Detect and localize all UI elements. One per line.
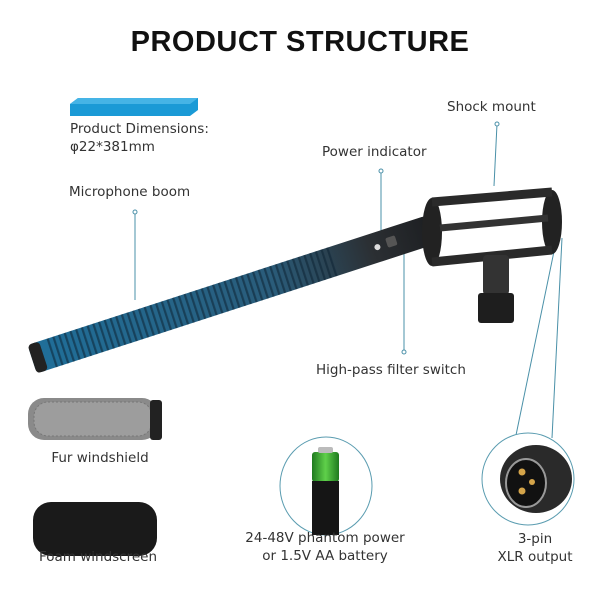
callout-power-indicator: Power indicator (322, 144, 427, 160)
foam-windscreen-image (33, 502, 157, 556)
power-line2: or 1.5V AA battery (262, 548, 388, 564)
dimension-slab-icon (70, 98, 198, 116)
microphone-boom (28, 216, 435, 373)
callout-microphone-boom: Microphone boom (69, 184, 191, 200)
xlr-connector-circle (481, 432, 575, 526)
callout-lines (132, 121, 563, 441)
dimensions-value: φ22*381mm (70, 139, 155, 155)
power-line1: 24-48V phantom power (245, 530, 405, 546)
callout-shock-mount: Shock mount (447, 99, 536, 115)
shock-mount (422, 187, 562, 323)
page-title: PRODUCT STRUCTURE (130, 26, 470, 58)
xlr-line1: 3-pin (517, 531, 553, 547)
dimensions-label: Product Dimensions: (70, 121, 209, 137)
high-pass-switch (385, 235, 398, 248)
callout-high-pass-switch: High-pass filter switch (316, 362, 466, 378)
battery-circle (279, 436, 373, 536)
fur-windshield-image (28, 398, 162, 440)
xlr-line2: XLR output (497, 549, 573, 565)
fur-windshield-label: Fur windshield (51, 450, 149, 466)
foam-windscreen-label: Foam windscreen (38, 549, 158, 565)
power-indicator-icon (374, 244, 381, 251)
